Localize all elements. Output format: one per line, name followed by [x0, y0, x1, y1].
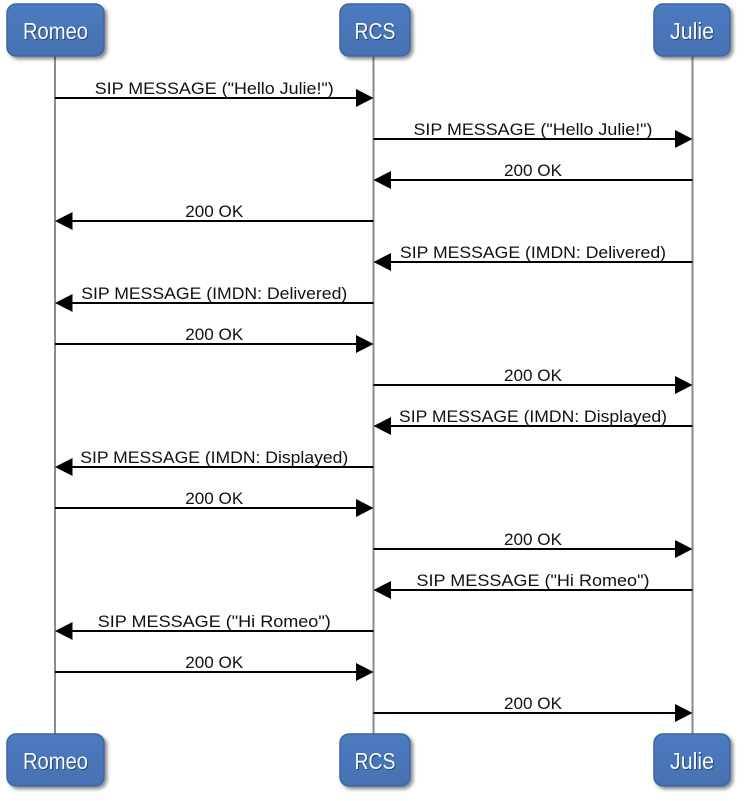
- svg-text:SIP MESSAGE ("Hi Romeo"): SIP MESSAGE ("Hi Romeo"): [417, 571, 650, 590]
- svg-text:SIP MESSAGE (IMDN: Delivered): SIP MESSAGE (IMDN: Delivered): [81, 284, 347, 303]
- svg-text:SIP MESSAGE (IMDN: Displayed): SIP MESSAGE (IMDN: Displayed): [80, 448, 348, 467]
- svg-text:200 OK: 200 OK: [185, 202, 244, 221]
- svg-text:Julie: Julie: [670, 18, 714, 44]
- svg-text:Romeo: Romeo: [24, 19, 89, 45]
- svg-text:Julie: Julie: [671, 749, 715, 775]
- svg-text:RCS: RCS: [356, 19, 397, 45]
- svg-text:SIP MESSAGE ("Hello Julie!"): SIP MESSAGE ("Hello Julie!"): [414, 120, 653, 139]
- svg-text:RCS: RCS: [355, 18, 396, 44]
- svg-text:200 OK: 200 OK: [185, 489, 244, 508]
- svg-text:200 OK: 200 OK: [185, 325, 244, 344]
- svg-text:SIP MESSAGE ("Hi Romeo"): SIP MESSAGE ("Hi Romeo"): [98, 612, 331, 631]
- svg-text:SIP MESSAGE (IMDN: Delivered): SIP MESSAGE (IMDN: Delivered): [400, 243, 666, 262]
- svg-text:200 OK: 200 OK: [504, 366, 563, 385]
- svg-text:SIP MESSAGE ("Hello Julie!"): SIP MESSAGE ("Hello Julie!"): [95, 79, 334, 98]
- svg-text:200 OK: 200 OK: [504, 161, 563, 180]
- svg-text:RCS: RCS: [356, 749, 397, 775]
- svg-text:Romeo: Romeo: [24, 749, 89, 775]
- svg-text:RCS: RCS: [355, 748, 396, 774]
- svg-text:200 OK: 200 OK: [185, 653, 244, 672]
- svg-text:Romeo: Romeo: [23, 748, 88, 774]
- svg-text:Julie: Julie: [670, 748, 714, 774]
- svg-text:Julie: Julie: [671, 19, 715, 45]
- svg-text:200 OK: 200 OK: [504, 530, 563, 549]
- svg-text:Romeo: Romeo: [23, 18, 88, 44]
- svg-text:200 OK: 200 OK: [504, 694, 563, 713]
- svg-text:SIP MESSAGE (IMDN: Displayed): SIP MESSAGE (IMDN: Displayed): [399, 407, 667, 426]
